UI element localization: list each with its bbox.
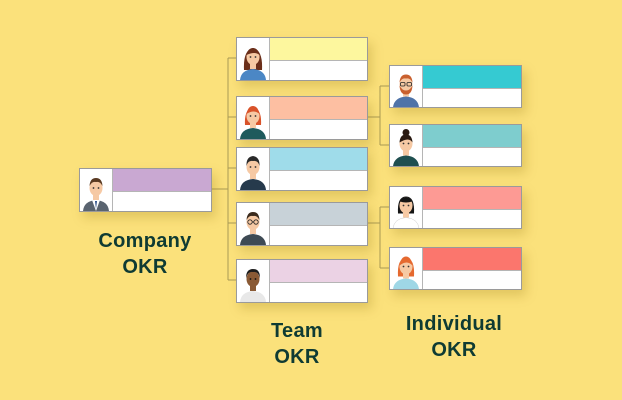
company-okr-label-line1: Company <box>98 230 192 252</box>
team-okr-card <box>236 259 368 303</box>
woman-bun-avatar-icon <box>390 125 423 166</box>
team-okr-card <box>236 147 368 191</box>
team-okr-card <box>236 37 368 81</box>
team-okr-label-line1: Team <box>271 320 323 342</box>
individual-okr-bar <box>423 248 521 271</box>
team-okr-bar <box>270 260 367 283</box>
redhead-woman-avatar-icon <box>237 97 270 139</box>
individual-okr-card <box>389 124 522 167</box>
individual-okr-label-line2: OKR <box>431 339 477 361</box>
dark-skin-woman-avatar-icon <box>237 260 270 302</box>
man-glasses-avatar-icon <box>237 203 270 245</box>
individual-okr-card <box>389 247 522 290</box>
man-dark-hair-avatar-icon <box>237 148 270 190</box>
team-okr-bar <box>270 38 367 61</box>
company-okr-label: Company OKR <box>85 228 205 280</box>
team-okr-label: Team OKR <box>247 318 347 370</box>
woman-long-hair-avatar-icon <box>237 38 270 80</box>
team-okr-card <box>236 96 368 140</box>
individual-okr-label: Individual OKR <box>384 311 524 363</box>
team-okr-bar <box>270 203 367 226</box>
individual-okr-label-line1: Individual <box>405 313 503 335</box>
individual-okr-bar <box>423 125 521 148</box>
bearded-man-glasses-avatar-icon <box>390 66 423 107</box>
individual-okr-bar <box>423 187 521 210</box>
team-okr-bar <box>270 97 367 120</box>
team-okr-bar <box>270 148 367 171</box>
woman-orange-hair-avatar-icon <box>390 248 423 289</box>
woman-black-bob-avatar-icon <box>390 187 423 228</box>
individual-okr-card <box>389 65 522 108</box>
company-okr-bar <box>113 169 211 192</box>
individual-okr-card <box>389 186 522 229</box>
team-okr-label-line2: OKR <box>274 346 320 368</box>
team-okr-card <box>236 202 368 246</box>
company-okr-card <box>79 168 212 212</box>
man-suit-avatar-icon <box>80 169 113 211</box>
individual-okr-bar <box>423 66 521 89</box>
company-okr-label-line2: OKR <box>122 256 168 278</box>
